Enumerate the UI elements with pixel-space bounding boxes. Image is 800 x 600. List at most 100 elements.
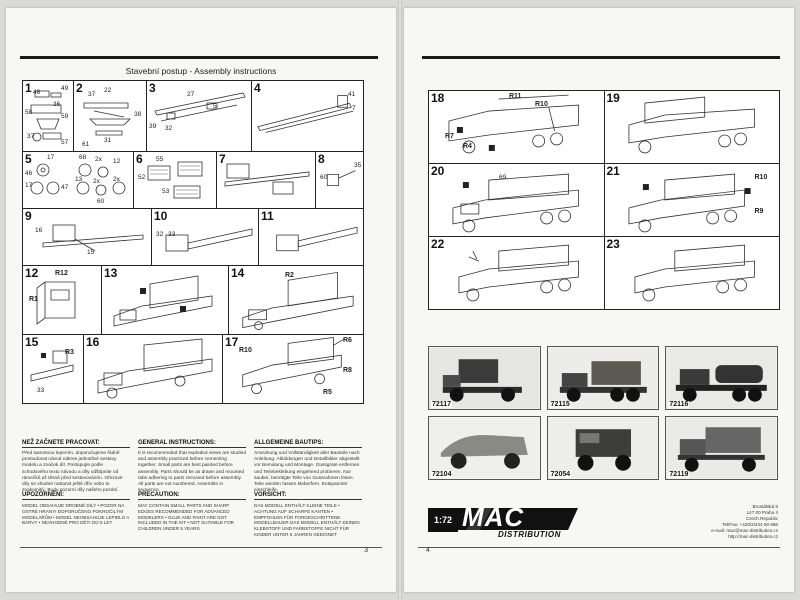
part-label: 33 xyxy=(37,387,45,394)
step-number: 15 xyxy=(25,335,39,349)
part-label: 33 xyxy=(168,231,176,238)
assembly-grid-right: 18 R11 R10 R7 R4 19 xyxy=(428,90,780,310)
part-label: R6 xyxy=(343,337,352,344)
part-label: 22 xyxy=(104,87,112,94)
step-number: 17 xyxy=(225,335,239,349)
step-9: 9 16 15 xyxy=(23,209,152,265)
assembly-grid-left: 1 48 36 58 59 49 37 57 2 xyxy=(22,80,364,404)
note-german: ALLGEMEINE BAUTIPS: Anordnung und Vollst… xyxy=(254,440,362,494)
part-label: 32 xyxy=(156,231,164,238)
note-czech: NEŽ ZAČNETE PRACOVAT: Před samotnou lepe… xyxy=(22,440,130,494)
part-label: 38 xyxy=(134,111,142,118)
part-label: 69 xyxy=(499,174,507,181)
step-drawing xyxy=(634,244,755,302)
part-label: 2x xyxy=(95,156,102,163)
part-label: 2x xyxy=(113,176,120,183)
product-gallery: 72117 72115 72116 72104 72054 72119 xyxy=(428,346,778,480)
step-drawing xyxy=(83,102,131,136)
step-drawing xyxy=(224,163,310,195)
step-number: 11 xyxy=(261,209,274,223)
step-number: 3 xyxy=(149,81,156,95)
step-3: 3 27 5 39 32 xyxy=(147,81,252,151)
warning-heading: PRECAUTION: xyxy=(138,492,246,500)
right-page: 18 R11 R10 R7 R4 19 xyxy=(404,8,794,592)
part-label: R7 xyxy=(445,133,454,140)
step-1: 1 48 36 58 59 49 37 57 xyxy=(23,81,74,151)
part-label: 47 xyxy=(61,184,69,191)
part-label: 32 xyxy=(165,125,173,132)
part-label: 12 xyxy=(113,158,121,165)
step-10: 10 32 33 xyxy=(152,209,259,265)
step-6: 6 55 52 53 xyxy=(134,152,217,208)
step-number: 14 xyxy=(231,266,245,280)
scale-badge: 1:72 xyxy=(428,508,458,532)
step-number: 12 xyxy=(25,266,39,280)
part-label: 15 xyxy=(87,249,95,256)
step-number: 2 xyxy=(76,81,83,95)
safety-warnings: UPOZORNĚNÍ: MODEL OBSAHUJE DROBNÉ DÍLY •… xyxy=(22,492,362,538)
part-label: R1 xyxy=(29,296,38,303)
part-label: 61 xyxy=(82,141,90,148)
step-number: 16 xyxy=(86,335,100,349)
step-19: 19 xyxy=(605,91,780,163)
step-14: 14 R2 xyxy=(229,266,363,334)
part-label: 41 xyxy=(348,91,356,98)
step-2: 2 37 22 38 31 61 xyxy=(74,81,147,151)
step-number: 9 xyxy=(25,209,32,223)
part-label: R11 xyxy=(509,93,522,100)
page-number: 3 xyxy=(364,547,368,554)
step-20: 20 69 xyxy=(429,164,605,236)
step-drawing xyxy=(452,173,579,233)
warning-heading: UPOZORNĚNÍ: xyxy=(22,492,130,500)
brand-sub: DISTRIBUTION xyxy=(498,530,561,539)
address-line: Czech Republic xyxy=(745,516,778,521)
product-code: 72104 xyxy=(431,471,453,478)
step-13: 13 xyxy=(102,266,229,334)
part-label: 55 xyxy=(156,156,164,163)
brand-name: MAC xyxy=(462,502,525,532)
note-english: GENERAL INSTRUCTIONS: It is recommended … xyxy=(138,440,246,494)
part-label: 5 xyxy=(213,103,217,110)
step-drawing xyxy=(257,95,354,133)
bottom-rule xyxy=(418,547,780,548)
step-5: 5 17 46 17 47 68 2x 13 12 2x xyxy=(23,152,134,208)
step-number: 13 xyxy=(104,266,118,280)
step-drawing xyxy=(242,337,344,395)
part-label: 7 xyxy=(352,105,356,112)
part-label: 46 xyxy=(25,170,33,177)
part-label: 27 xyxy=(187,91,195,98)
part-label: 39 xyxy=(149,123,157,130)
part-label: R8 xyxy=(343,367,352,374)
step-drawing xyxy=(458,244,579,302)
step-number: 4 xyxy=(254,81,261,95)
product-code: 72054 xyxy=(549,471,572,478)
top-rule xyxy=(20,56,378,59)
step-number: 20 xyxy=(431,164,445,178)
step-21: 21 R10 R9 xyxy=(605,164,780,236)
part-label: R10 xyxy=(535,101,548,108)
step-drawing xyxy=(36,281,76,325)
step-number: 22 xyxy=(431,237,445,251)
step-7: 7 xyxy=(217,152,316,208)
step-drawing xyxy=(42,224,144,252)
part-label: R5 xyxy=(323,389,332,396)
product-photo: 72119 xyxy=(665,416,778,480)
step-number: 1 xyxy=(25,81,32,95)
product-photo: 72116 xyxy=(665,346,778,410)
address-line: Tel/Fax: +420/2/444 60 666 xyxy=(722,522,778,527)
note-body: Anordnung und Vollständigkeit aller Baut… xyxy=(254,451,360,494)
step-11: 11 xyxy=(259,209,363,265)
step-drawing xyxy=(448,94,579,154)
step-23: 23 xyxy=(605,237,780,309)
part-label: R9 xyxy=(754,208,764,215)
product-code: 72119 xyxy=(668,471,690,478)
product-code: 72116 xyxy=(668,401,690,408)
page-number: 4 xyxy=(426,547,430,554)
step-15: 15 R3 33 xyxy=(23,335,84,403)
step-12: 12 R12 R1 xyxy=(23,266,102,334)
step-drawing xyxy=(97,338,213,399)
step-18: 18 R11 R10 R7 R4 xyxy=(429,91,605,163)
part-label: 31 xyxy=(104,137,112,144)
product-photo: 72104 xyxy=(428,416,541,480)
part-label: 37 xyxy=(27,133,35,140)
